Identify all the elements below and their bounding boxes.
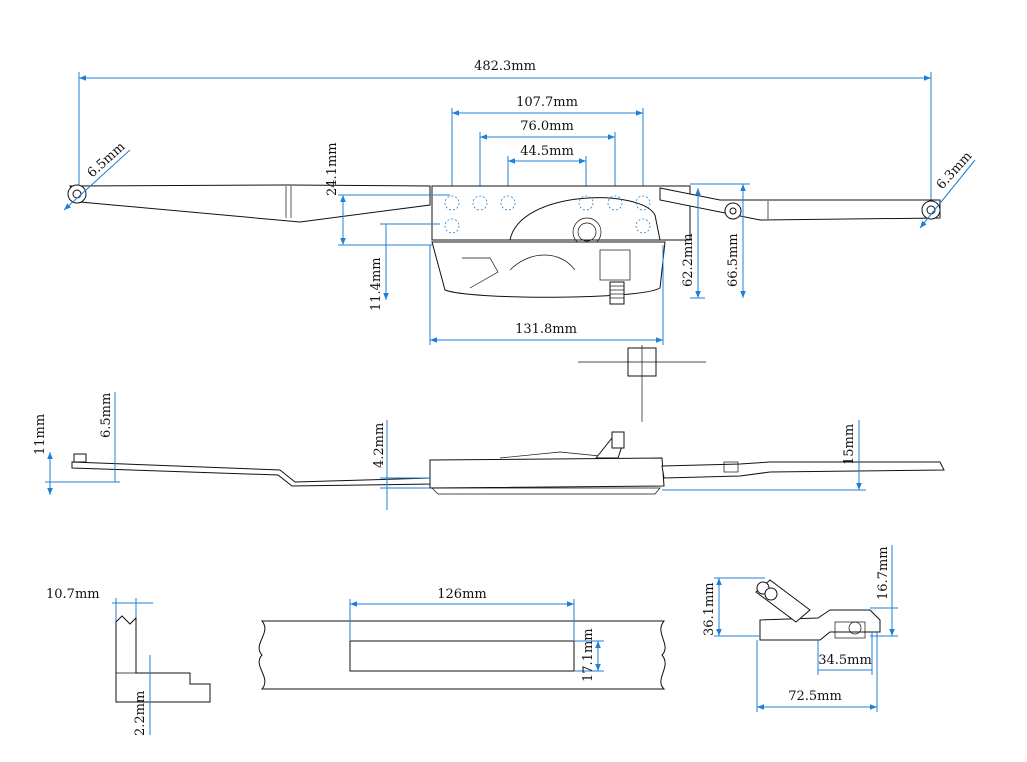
profile-width-label: 10.7mm	[46, 587, 100, 602]
right-hole-dim-leader	[919, 159, 976, 229]
end-knob-2	[764, 587, 778, 601]
arm-offset-label: 24.1mm	[325, 142, 340, 196]
right-arm	[659, 187, 941, 221]
cutout-length-label: 126mm	[437, 587, 486, 602]
overall-depth-label: 66.5mm	[726, 233, 741, 287]
mounting-hole	[578, 195, 594, 211]
end-view: 36.1mm 16.7mm 34.5mm 72.5mm	[702, 545, 898, 712]
cutout-detail: 126mm 17.1mm	[258, 587, 666, 690]
crank-mount	[599, 249, 631, 281]
housing-detail-mid	[509, 254, 576, 271]
hole-44-label: 44.5mm	[520, 144, 574, 159]
mounting-hole	[607, 195, 623, 211]
side-plate-label: 4.2mm	[372, 423, 387, 468]
left-hole-label: 6.5mm	[85, 139, 129, 180]
mounting-hole	[500, 195, 516, 211]
crank-stud	[609, 281, 625, 305]
side-view: 11mm 6.5mm 4.2mm 15mm	[33, 392, 945, 510]
side-body	[429, 457, 665, 489]
mounting-hole	[444, 195, 460, 211]
end-body	[759, 609, 881, 641]
sash-section	[258, 620, 666, 690]
gear-hub	[577, 222, 597, 242]
gear-housing	[509, 197, 661, 241]
operator-housing	[431, 241, 666, 298]
hole-76-label: 76.0mm	[520, 119, 574, 134]
profile-detail: 10.7mm 2.2mm	[46, 587, 211, 736]
mounting-hole	[635, 195, 651, 211]
right-pivot-hole	[926, 205, 936, 215]
side-body-base	[431, 487, 661, 495]
end-gear-box	[834, 621, 866, 639]
mounting-hole	[635, 218, 651, 234]
side-left-height-label: 11mm	[33, 414, 48, 455]
body-depth-label: 62.2mm	[681, 233, 696, 287]
mounting-holes	[444, 195, 651, 234]
hole-107-label: 107.7mm	[516, 95, 578, 110]
cutout-height-label: 17.1mm	[581, 628, 596, 682]
end-step-label: 16.7mm	[876, 546, 891, 600]
side-crank-stud	[611, 431, 625, 449]
body-length-label: 131.8mm	[515, 322, 577, 337]
side-right-height-label: 15mm	[842, 424, 857, 465]
right-arm-pivot-hole	[729, 207, 737, 215]
side-pin	[73, 453, 87, 463]
profile-section	[115, 615, 211, 703]
end-width-label: 72.5mm	[788, 689, 842, 704]
base-offset-label: 11.4mm	[369, 257, 384, 311]
housing-detail-left	[462, 257, 499, 289]
left-hole-dim-leader	[63, 149, 131, 211]
end-inner-label: 34.5mm	[818, 653, 872, 668]
side-right-arm	[661, 461, 945, 479]
mounting-hole	[472, 195, 488, 211]
left-arm	[69, 184, 431, 223]
cutout-rect	[349, 640, 575, 672]
end-gear	[848, 621, 862, 635]
mounting-hole	[444, 218, 460, 234]
end-height-label: 36.1mm	[702, 582, 717, 636]
plan-view: 482.3mm 107.7mm 76.0mm 44.5mm 6.5mm	[63, 59, 976, 422]
side-pin-label: 6.5mm	[99, 393, 114, 438]
side-right-pivot	[723, 461, 739, 473]
right-hole-label: 6.3mm	[934, 149, 975, 193]
left-pivot-hole	[72, 189, 82, 199]
overall-length-label: 482.3mm	[474, 59, 536, 74]
side-body-top	[499, 451, 601, 459]
profile-thickness-label: 2.2mm	[133, 691, 148, 736]
